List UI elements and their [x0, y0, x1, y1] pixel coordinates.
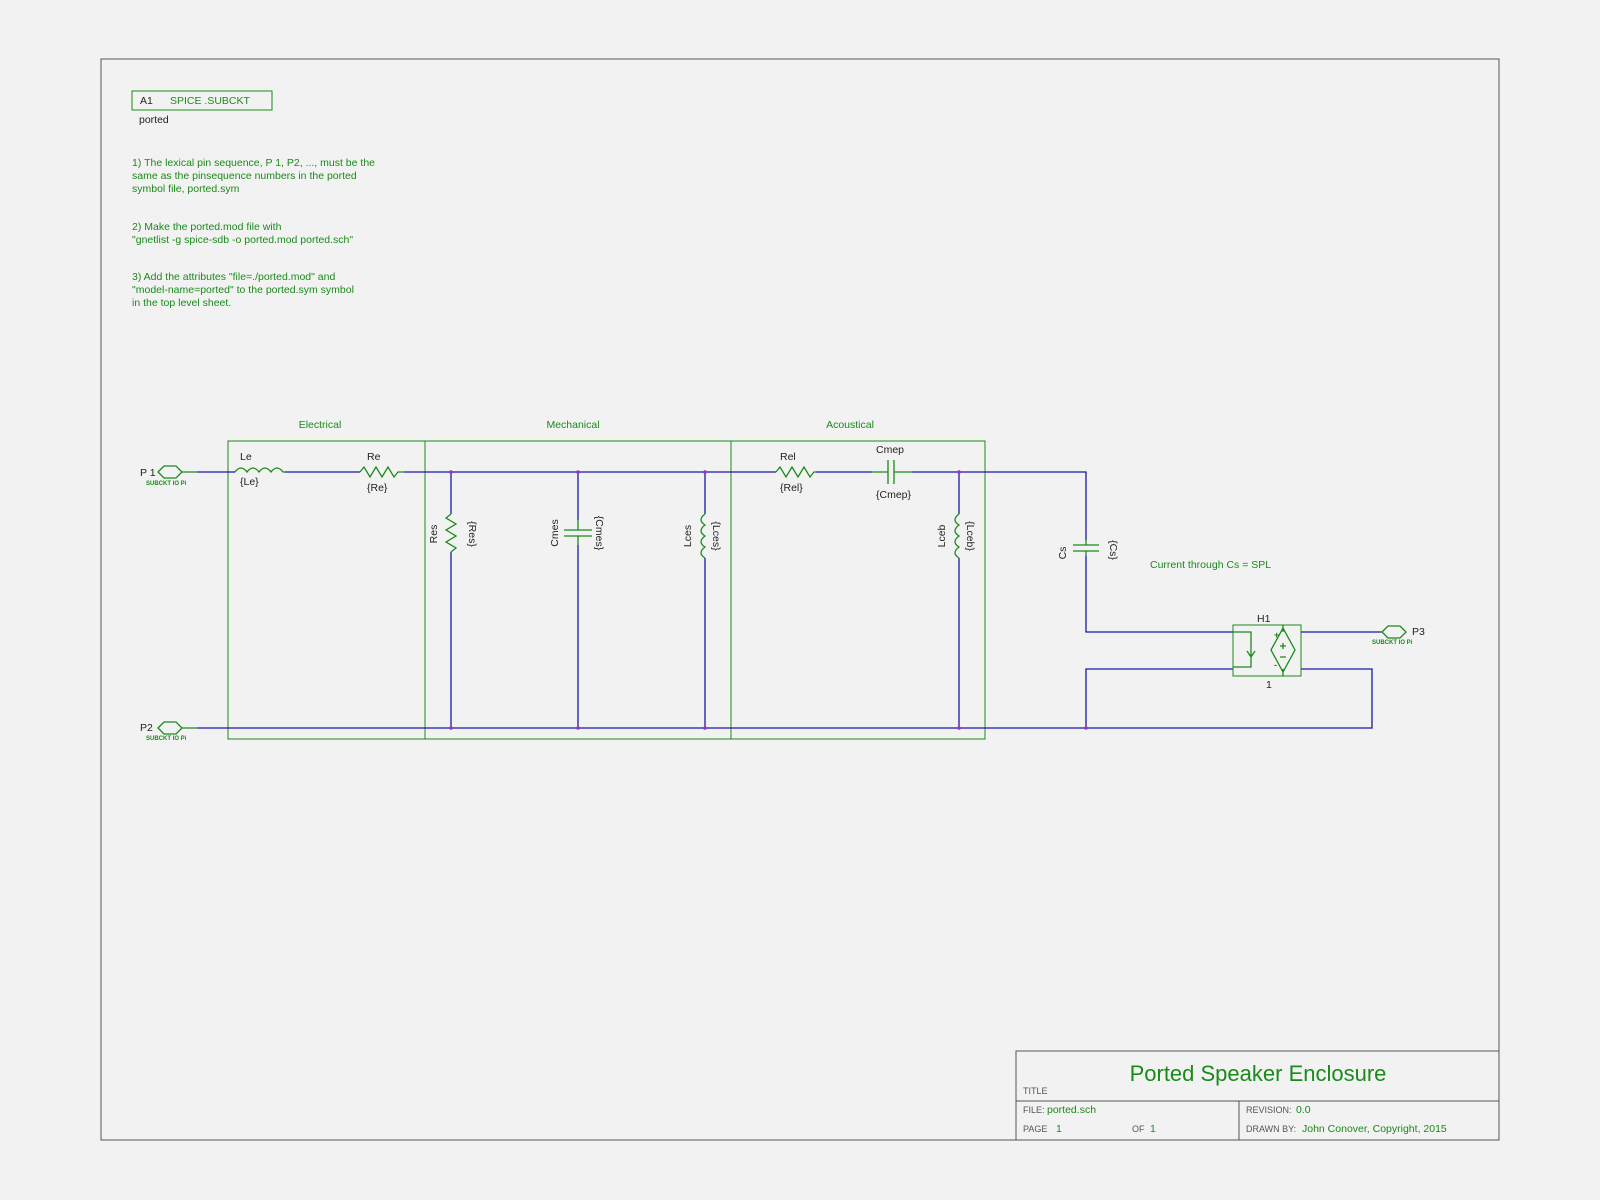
ccvs-h1-plus: +	[1274, 630, 1279, 640]
title-block-file: ported.sch	[1047, 1104, 1096, 1116]
pin-p2-label: P2	[140, 722, 153, 734]
wire-junctions	[449, 470, 1088, 730]
note-1-line-3: symbol file, ported.sym	[132, 183, 240, 195]
pin-p2-type: SUBCKT IO Pi	[146, 736, 187, 742]
title-block-drawn: John Conover, Copyright, 2015	[1302, 1123, 1447, 1135]
inductor-lces[interactable]: Lces {Lces}	[682, 513, 722, 559]
section-electrical-label: Electrical	[299, 419, 342, 431]
section-acoustical-label: Acoustical	[826, 419, 874, 431]
note-1-line-1: 1) The lexical pin sequence, P 1, P2, ..…	[132, 157, 375, 169]
subckt-model: ported	[139, 114, 169, 126]
inductor-lceb[interactable]: Lceb {Lceb}	[936, 513, 976, 559]
note-2-line-1: 2) Make the ported.mod file with	[132, 221, 282, 233]
capacitor-cs-name: Cs	[1057, 547, 1069, 560]
resistor-res-name: Res	[428, 525, 440, 544]
notes: 1) The lexical pin sequence, P 1, P2, ..…	[132, 157, 375, 309]
ccvs-h1-name: H1	[1257, 613, 1271, 625]
subckt-box	[131, 90, 273, 111]
resistor-rel[interactable]: Rel {Rel}	[775, 451, 816, 494]
inductor-le-value: {Le}	[240, 476, 259, 488]
inductor-lces-name: Lces	[682, 525, 694, 547]
subckt-label: SPICE .SUBCKT	[170, 95, 251, 107]
note-1-line-2: same as the pinsequence numbers in the p…	[132, 170, 357, 182]
title-block-of: 1	[1150, 1123, 1156, 1135]
capacitor-cmes-value: {Cmes}	[593, 516, 605, 551]
resistor-res[interactable]: Res {Res}	[428, 513, 478, 553]
sheet-frame	[100, 58, 1500, 1141]
note-2-line-2: "gnetlist -g spice-sdb -o ported.mod por…	[132, 234, 353, 246]
pin-p1-type: SUBCKT IO Pi	[146, 481, 187, 487]
resistor-re[interactable]: Re {Re}	[359, 451, 404, 494]
pin-p3-type: SUBCKT IO Pi	[1372, 640, 1413, 646]
resistor-rel-name: Rel	[780, 451, 796, 463]
capacitor-cmep-value: {Cmep}	[876, 489, 912, 501]
title-block-revision: 0.0	[1296, 1104, 1311, 1116]
title-block: Ported Speaker Enclosure TITLE FILE: por…	[1015, 1050, 1500, 1141]
inductor-lceb-value: {Lceb}	[964, 521, 976, 551]
note-3-line-1: 3) Add the attributes "file=./ported.mod…	[132, 271, 335, 283]
pin-p1-label: P 1	[140, 467, 156, 479]
resistor-res-value: {Res}	[466, 521, 478, 547]
resistor-re-value: {Re}	[367, 482, 388, 494]
resistor-rel-value: {Rel}	[780, 482, 803, 494]
title-block-page: 1	[1056, 1123, 1062, 1135]
capacitor-cmep-name: Cmep	[876, 444, 904, 456]
capacitor-cmep[interactable]: Cmep {Cmep}	[872, 444, 912, 501]
inductor-le[interactable]: Le {Le}	[234, 451, 285, 488]
pin-p3[interactable]: P3 SUBCKT IO Pi	[1372, 625, 1425, 646]
ccvs-h1[interactable]: H1 1 + -	[1232, 613, 1302, 691]
pin-p1[interactable]: P 1 SUBCKT IO Pi	[140, 465, 197, 487]
title-block-revision-label: REVISION:	[1246, 1105, 1292, 1115]
resistor-re-name: Re	[367, 451, 381, 463]
title-block-file-label: FILE:	[1023, 1105, 1045, 1115]
pin-p2[interactable]: P2 SUBCKT IO Pi	[140, 721, 197, 742]
spl-annotation: Current through Cs = SPL	[1150, 559, 1271, 571]
title-block-of-label: OF	[1132, 1124, 1145, 1134]
title-block-drawn-label: DRAWN BY:	[1246, 1124, 1296, 1134]
note-3-line-2: "model-name=ported" to the ported.sym sy…	[132, 284, 354, 296]
ccvs-h1-minus: -	[1274, 660, 1277, 670]
ccvs-h1-value: 1	[1266, 679, 1272, 691]
inductor-lceb-name: Lceb	[936, 524, 948, 547]
inductor-lces-value: {Lces}	[710, 521, 722, 551]
note-3-line-3: in the top level sheet.	[132, 297, 231, 309]
wires	[197, 471, 1382, 729]
inductor-le-name: Le	[240, 451, 252, 463]
capacitor-cmes[interactable]: Cmes {Cmes}	[549, 516, 605, 551]
pin-p3-label: P3	[1412, 626, 1425, 638]
title-block-title: Ported Speaker Enclosure	[1130, 1061, 1387, 1086]
capacitor-cs[interactable]: Cs {Cs}	[1057, 540, 1119, 560]
title-block-page-label: PAGE	[1023, 1124, 1047, 1134]
section-mechanical-label: Mechanical	[546, 419, 599, 431]
capacitor-cmes-name: Cmes	[549, 519, 561, 546]
section-acoustical-box	[730, 440, 986, 740]
subckt-refdes: A1	[140, 95, 153, 107]
capacitor-cs-value: {Cs}	[1107, 540, 1119, 560]
title-block-title-label: TITLE	[1023, 1086, 1048, 1096]
